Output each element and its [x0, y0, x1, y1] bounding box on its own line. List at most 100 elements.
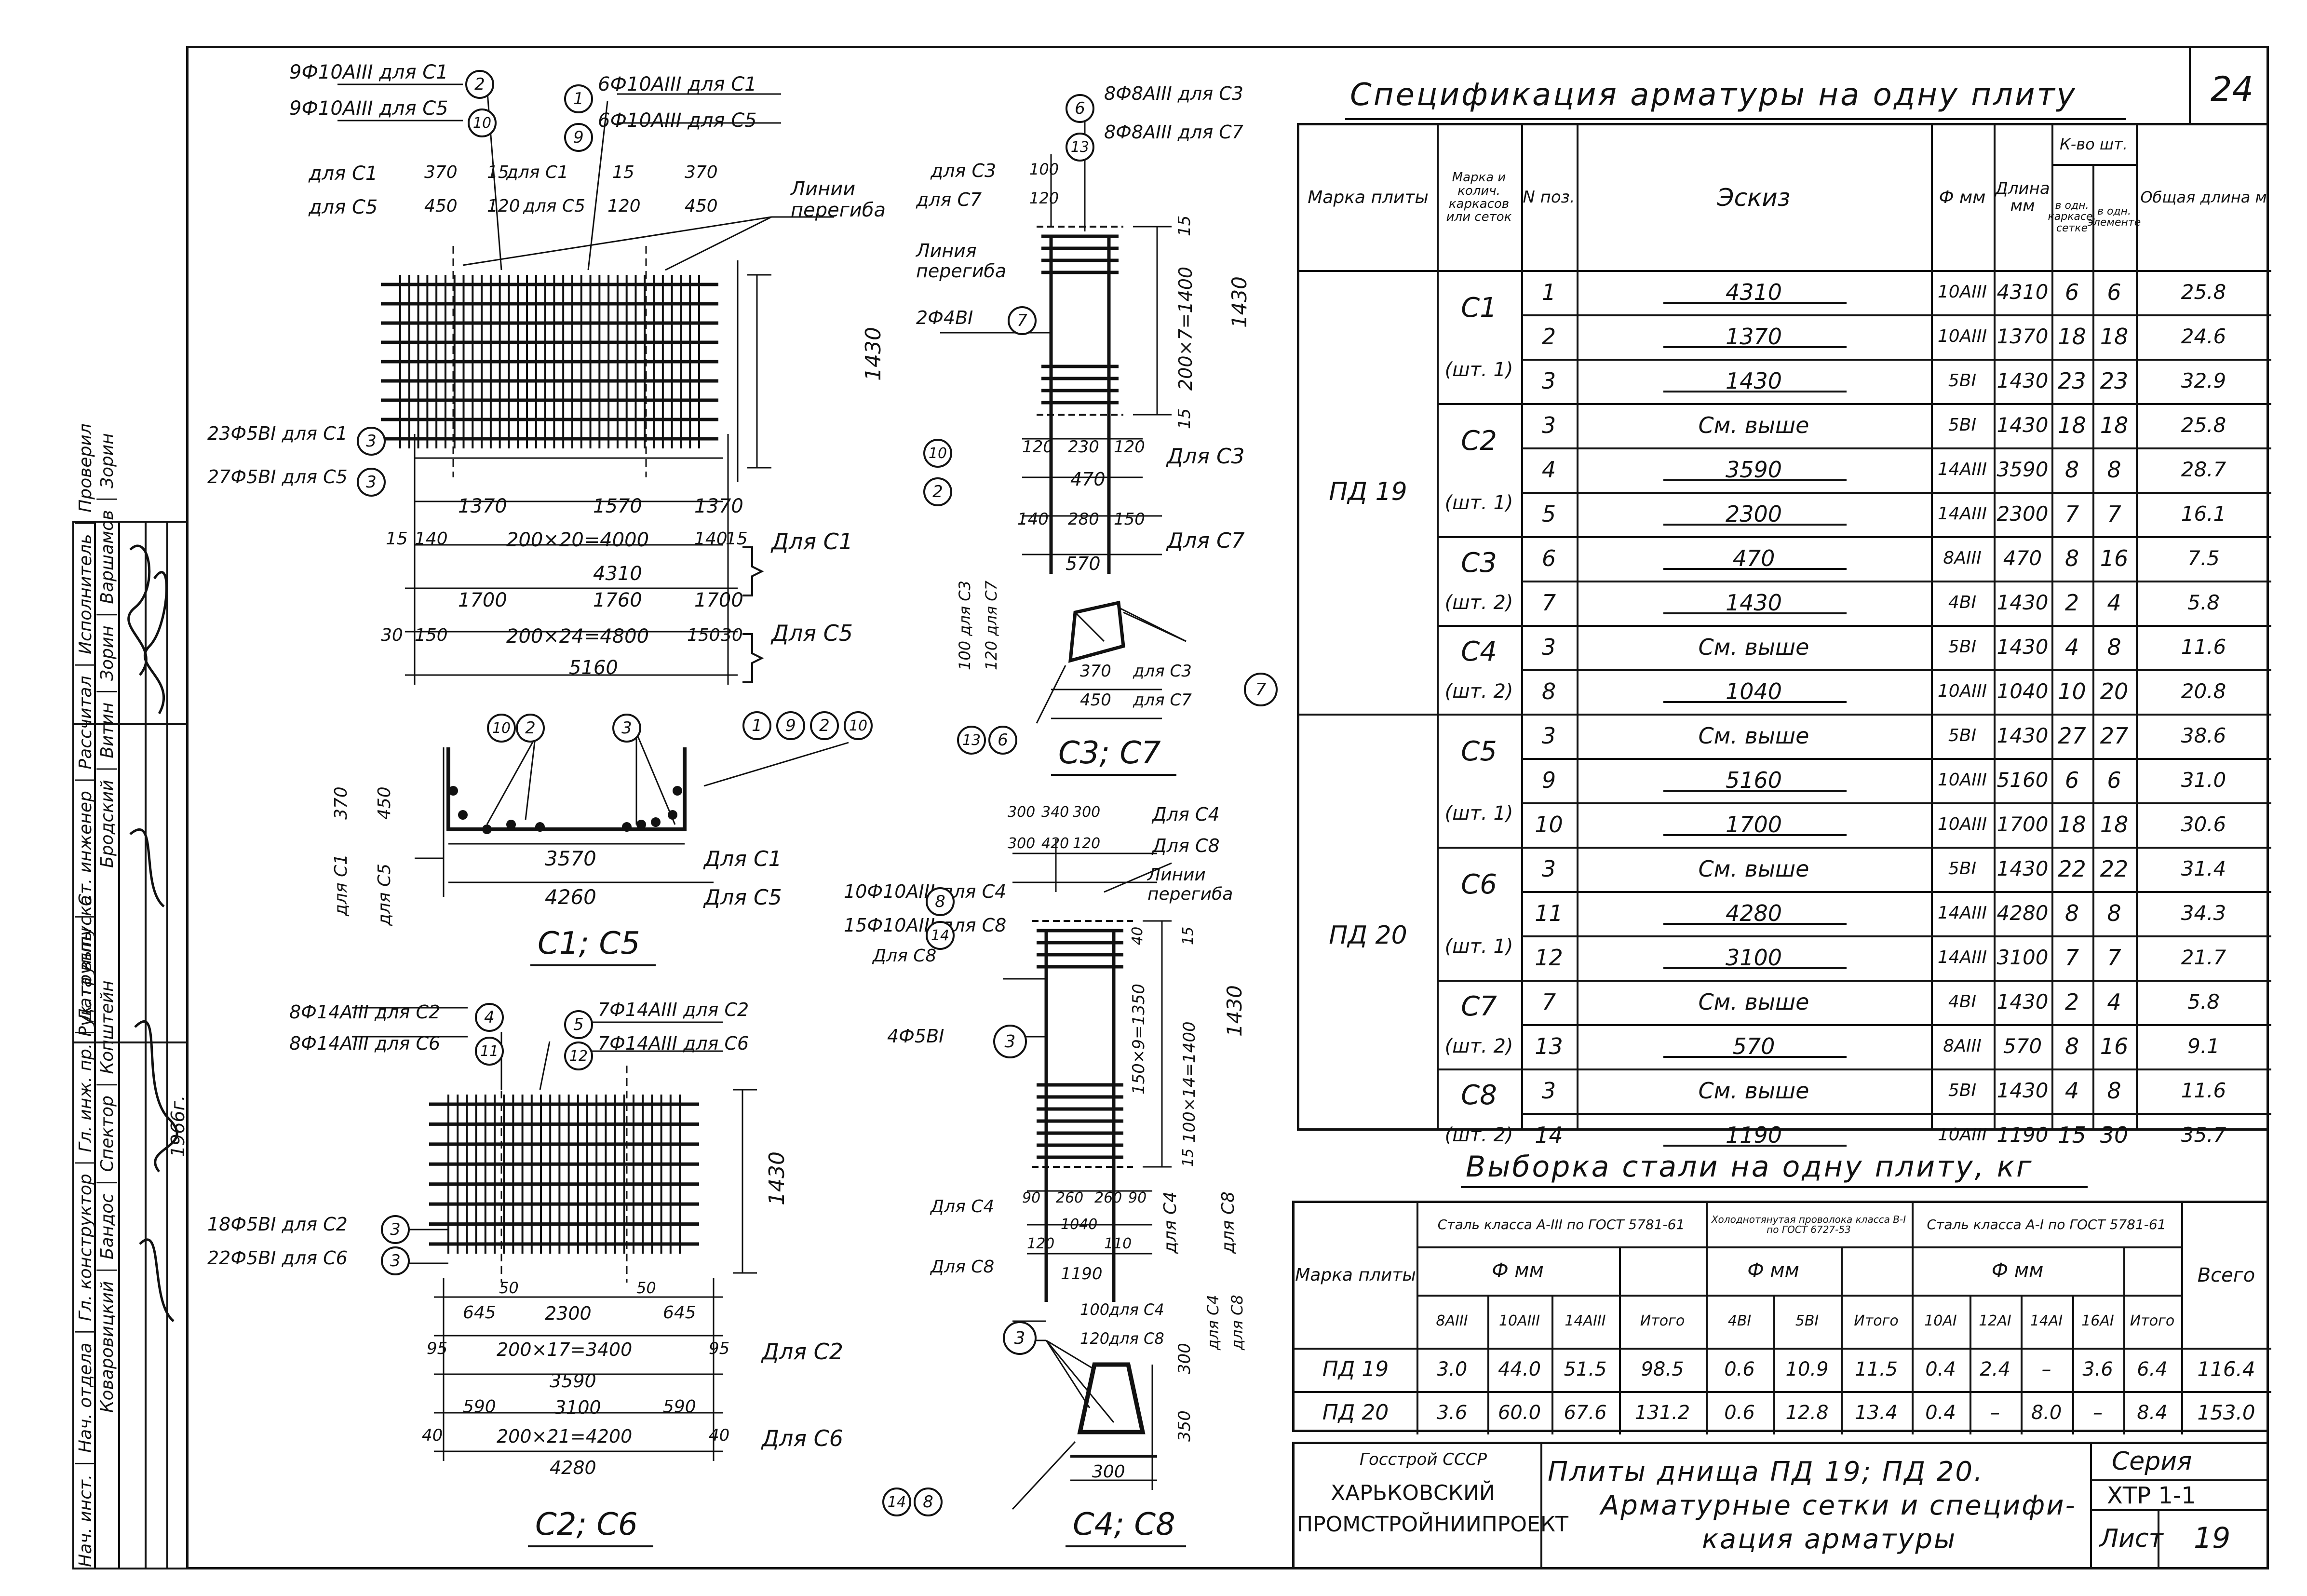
spec-mesh-mark: С8	[1461, 1079, 1497, 1111]
sec-for-c5: Для С5	[704, 885, 782, 910]
c3-circle-6: 6	[1066, 94, 1094, 123]
spec-count-one: 18	[2058, 412, 2086, 438]
steel-col-head: 16АI	[2081, 1312, 2114, 1330]
stamp-title-2: Арматурные сетки и специфи-	[1601, 1490, 2077, 1521]
steel-cell: 0.4	[1925, 1402, 1956, 1424]
title-stamp	[1292, 1442, 2269, 1569]
c2-dim-50a: 50	[499, 1279, 519, 1297]
c3-dim-120: 120	[1029, 189, 1059, 207]
spec-count-one: 23	[2058, 367, 2086, 394]
spec-mesh-qty: (шт. 2)	[1444, 1035, 1513, 1057]
dim-450-right: 450	[685, 196, 718, 216]
spec-header-mark: Марка и колич. каркасов или сеток	[1446, 170, 1512, 225]
c3-dim-for-c3: для С3	[931, 160, 997, 181]
spec-mesh-qty: (шт. 1)	[1444, 802, 1513, 825]
dim-140-left: 140	[415, 529, 448, 549]
steel-cell: 2.4	[1980, 1358, 2010, 1380]
dim-1570: 1570	[593, 495, 642, 517]
spec-len: 570	[2003, 1034, 2042, 1058]
spec-sketch: 1700	[1725, 811, 1782, 838]
dim-for-c1: для С1	[309, 162, 378, 185]
spec-pos: 3	[1541, 634, 1556, 660]
spec-total: 5.8	[2187, 590, 2220, 614]
for-c5-bracket: Для С5	[771, 620, 853, 646]
steel-cell: 11.5	[1854, 1358, 1898, 1380]
dim-5160: 5160	[569, 657, 618, 679]
c4-sec-circle-14: 14	[882, 1488, 911, 1516]
spec-total: 24.6	[2181, 324, 2226, 348]
spec-sketch: См. выше	[1698, 722, 1809, 749]
label-8d14-c2: 8Ф14АIII для С2	[289, 1001, 441, 1023]
dim-4310: 4310	[593, 563, 642, 585]
stamp-title-1: Плиты днища ПД 19; ПД 20.	[1548, 1456, 1984, 1488]
spec-mesh-mark: С6	[1461, 868, 1497, 900]
dim-150-right: 150	[687, 625, 720, 645]
c2-circle-3b: 3	[381, 1246, 410, 1275]
dim-for-c5-mid: для С5	[523, 196, 586, 216]
sec-circle-2: 2	[516, 714, 545, 743]
spec-dia: 14АIII	[1937, 947, 1987, 968]
sec-circle-9: 9	[776, 711, 805, 740]
c4-sec-300b: 300	[1092, 1462, 1125, 1482]
steel-row-slab: ПД 20	[1322, 1400, 1389, 1425]
spec-dia: 8АIII	[1943, 548, 1982, 568]
spec-count-one: 8	[2064, 1033, 2079, 1059]
c4-label-for-c8: Для С8	[873, 946, 937, 966]
sheet-number: 19	[2194, 1521, 2231, 1555]
spec-len: 470	[2003, 546, 2042, 570]
stamp-title-3: кация арматуры	[1702, 1524, 1957, 1555]
mesh-c2-dims	[352, 1007, 757, 1461]
spec-dia: 10АIII	[1937, 770, 1987, 790]
c4-sec-100: 100	[1080, 1300, 1110, 1319]
c3-dim-for-c7: для С7	[916, 189, 982, 210]
steel-header-dia1: Ф мм	[1492, 1259, 1544, 1282]
c4-sec-350: 350	[1175, 1410, 1194, 1442]
spec-mesh-mark: С5	[1461, 735, 1497, 767]
label-2d4: 2Ф4ВI	[916, 307, 973, 328]
corner-divider	[2189, 46, 2191, 123]
steel-cell: 67.6	[1564, 1402, 1607, 1424]
c4-dim-260b: 260	[1094, 1190, 1122, 1206]
spec-count-elem: 8	[2107, 634, 2121, 660]
spec-count-elem: 4	[2107, 988, 2121, 1015]
spec-dia: 10АIII	[1937, 282, 1987, 302]
spec-total: 32.9	[2181, 368, 2226, 392]
c3-dim-1430: 1430	[1228, 276, 1251, 328]
spec-header-len: Длина мм	[1995, 179, 2050, 216]
c3-sec-370: 370	[1080, 662, 1111, 681]
bend-lines-label: Линии перегиба	[791, 178, 886, 221]
label-10d10-c4: 10Ф10АIII для С4	[844, 881, 1007, 902]
spec-total: 20.8	[2181, 679, 2226, 703]
spec-count-elem: 4	[2107, 589, 2121, 616]
sec-for-c1: Для С1	[704, 847, 782, 871]
label-9d10-c1: 9Ф10АIII для С1	[289, 61, 448, 83]
signatures	[127, 544, 178, 1322]
spec-len: 4280	[1997, 901, 2049, 925]
spec-count-one: 8	[2064, 900, 2079, 926]
spec-count-one: 4	[2064, 1077, 2079, 1104]
spec-total: 5.8	[2187, 989, 2220, 1014]
spec-slab-mark: ПД 20	[1329, 920, 1407, 950]
bar-section-dot	[482, 825, 492, 834]
steel-cell: 44.0	[1498, 1358, 1541, 1380]
spec-header-dia: Ф мм	[1939, 188, 1986, 208]
spec-count-one: 6	[2064, 767, 2079, 793]
c4-sec-300: 300	[1175, 1343, 1194, 1374]
spec-sketch: См. выше	[1698, 988, 1809, 1015]
steel-cell: 13.4	[1854, 1402, 1898, 1424]
spec-header-pos: N поз.	[1523, 188, 1575, 207]
spec-count-elem: 16	[2100, 545, 2129, 571]
dim-450-left: 450	[424, 196, 458, 216]
spec-len: 4310	[1997, 280, 2049, 304]
spec-total: 25.8	[2181, 413, 2226, 437]
sec-dim-370: 370	[331, 786, 351, 820]
spec-mesh-qty: (шт. 2)	[1444, 1124, 1513, 1146]
spec-sketch: 3590	[1725, 456, 1782, 483]
spec-sketch-bar	[1663, 923, 1847, 925]
c2-bracket-for-c2: Для С2	[762, 1339, 844, 1365]
spec-total: 16.1	[2181, 501, 2226, 526]
steel-header-dia2: Ф мм	[1747, 1259, 1799, 1282]
spec-mesh-qty: (шт. 1)	[1444, 492, 1513, 514]
label-7d14-c6: 7Ф14АIII для С6	[598, 1033, 749, 1054]
